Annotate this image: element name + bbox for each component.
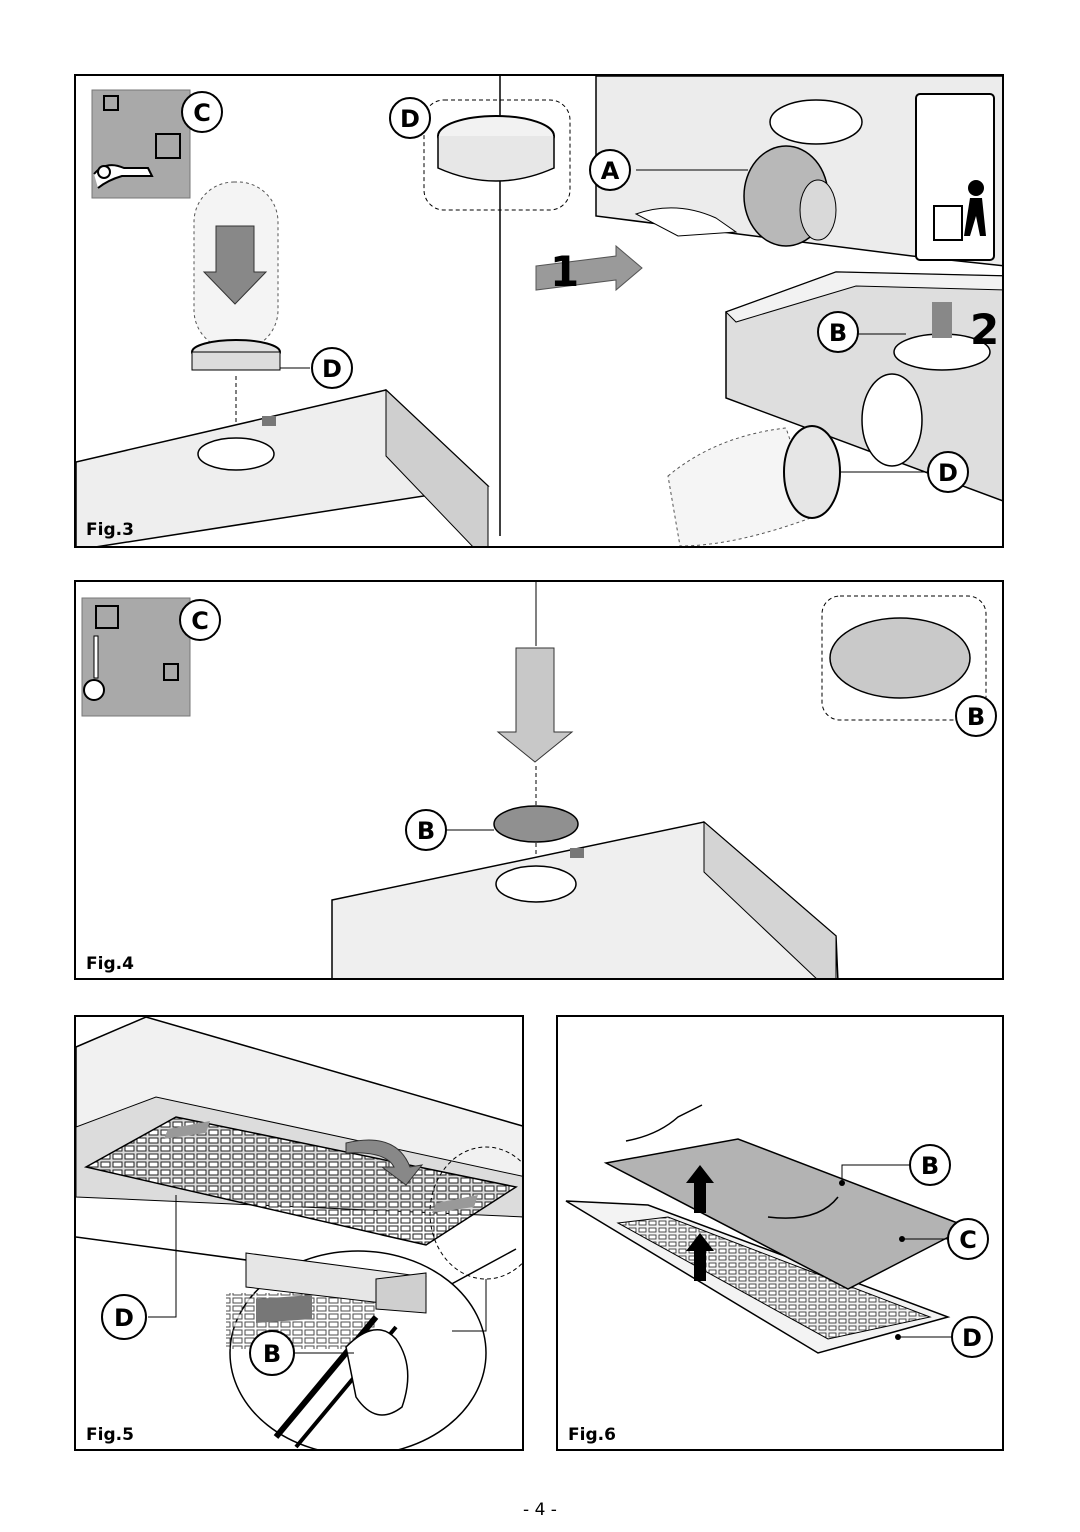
fig5-callout-d: D bbox=[101, 1294, 147, 1340]
svg-text:D: D bbox=[322, 355, 342, 383]
fig4-callout-b-detail: B bbox=[955, 695, 997, 737]
svg-text:A: A bbox=[601, 157, 620, 185]
svg-text:C: C bbox=[959, 1226, 977, 1254]
fig3-illustration: C D D A B D 1 2 bbox=[76, 76, 1002, 546]
svg-text:B: B bbox=[967, 703, 985, 731]
fig4-illustration: C B B bbox=[81, 582, 997, 978]
fig3-callout-b: B bbox=[817, 311, 859, 353]
fig3-callout-d-right: D bbox=[927, 451, 969, 493]
svg-text:B: B bbox=[263, 1340, 281, 1368]
fig3-label: Fig.3 bbox=[86, 520, 134, 540]
svg-text:D: D bbox=[400, 105, 420, 133]
fig3-panel: C D D A B D 1 2 Fig.3 bbox=[74, 74, 1004, 548]
svg-text:D: D bbox=[962, 1324, 982, 1352]
svg-text:D: D bbox=[938, 459, 958, 487]
fig6-illustration: B C D bbox=[565, 1104, 993, 1358]
fig3-callout-d-left: D bbox=[311, 347, 353, 389]
fig5-panel: D B Fig.5 bbox=[74, 1015, 524, 1451]
fig3-step-1: 1 bbox=[550, 247, 579, 296]
svg-text:C: C bbox=[193, 99, 211, 127]
fig4-label: Fig.4 bbox=[86, 954, 134, 974]
svg-text:B: B bbox=[417, 817, 435, 845]
fig6-label: Fig.6 bbox=[568, 1425, 616, 1445]
fig6-callout-c: C bbox=[947, 1218, 989, 1260]
fig3-callout-d-top: D bbox=[389, 97, 431, 139]
fig4-callout-b-main: B bbox=[405, 809, 447, 851]
fig3-callout-c: C bbox=[181, 91, 223, 133]
fig5-callout-b: B bbox=[249, 1330, 295, 1376]
fig6-panel: B C D Fig.6 bbox=[556, 1015, 1004, 1451]
page-number: - 4 - bbox=[523, 1500, 557, 1520]
svg-text:C: C bbox=[191, 607, 209, 635]
svg-text:B: B bbox=[829, 319, 847, 347]
fig6-callout-d: D bbox=[951, 1316, 993, 1358]
fig3-callout-a: A bbox=[589, 149, 631, 191]
svg-text:D: D bbox=[114, 1304, 134, 1332]
svg-text:B: B bbox=[921, 1152, 939, 1180]
fig6-callout-b: B bbox=[909, 1144, 951, 1186]
fig5-label: Fig.5 bbox=[86, 1425, 134, 1445]
fig3-step-2: 2 bbox=[970, 305, 999, 354]
fig5-illustration: D B bbox=[76, 1017, 522, 1449]
fig4-panel: C B B Fig.4 bbox=[74, 580, 1004, 980]
fig4-callout-c: C bbox=[179, 599, 221, 641]
